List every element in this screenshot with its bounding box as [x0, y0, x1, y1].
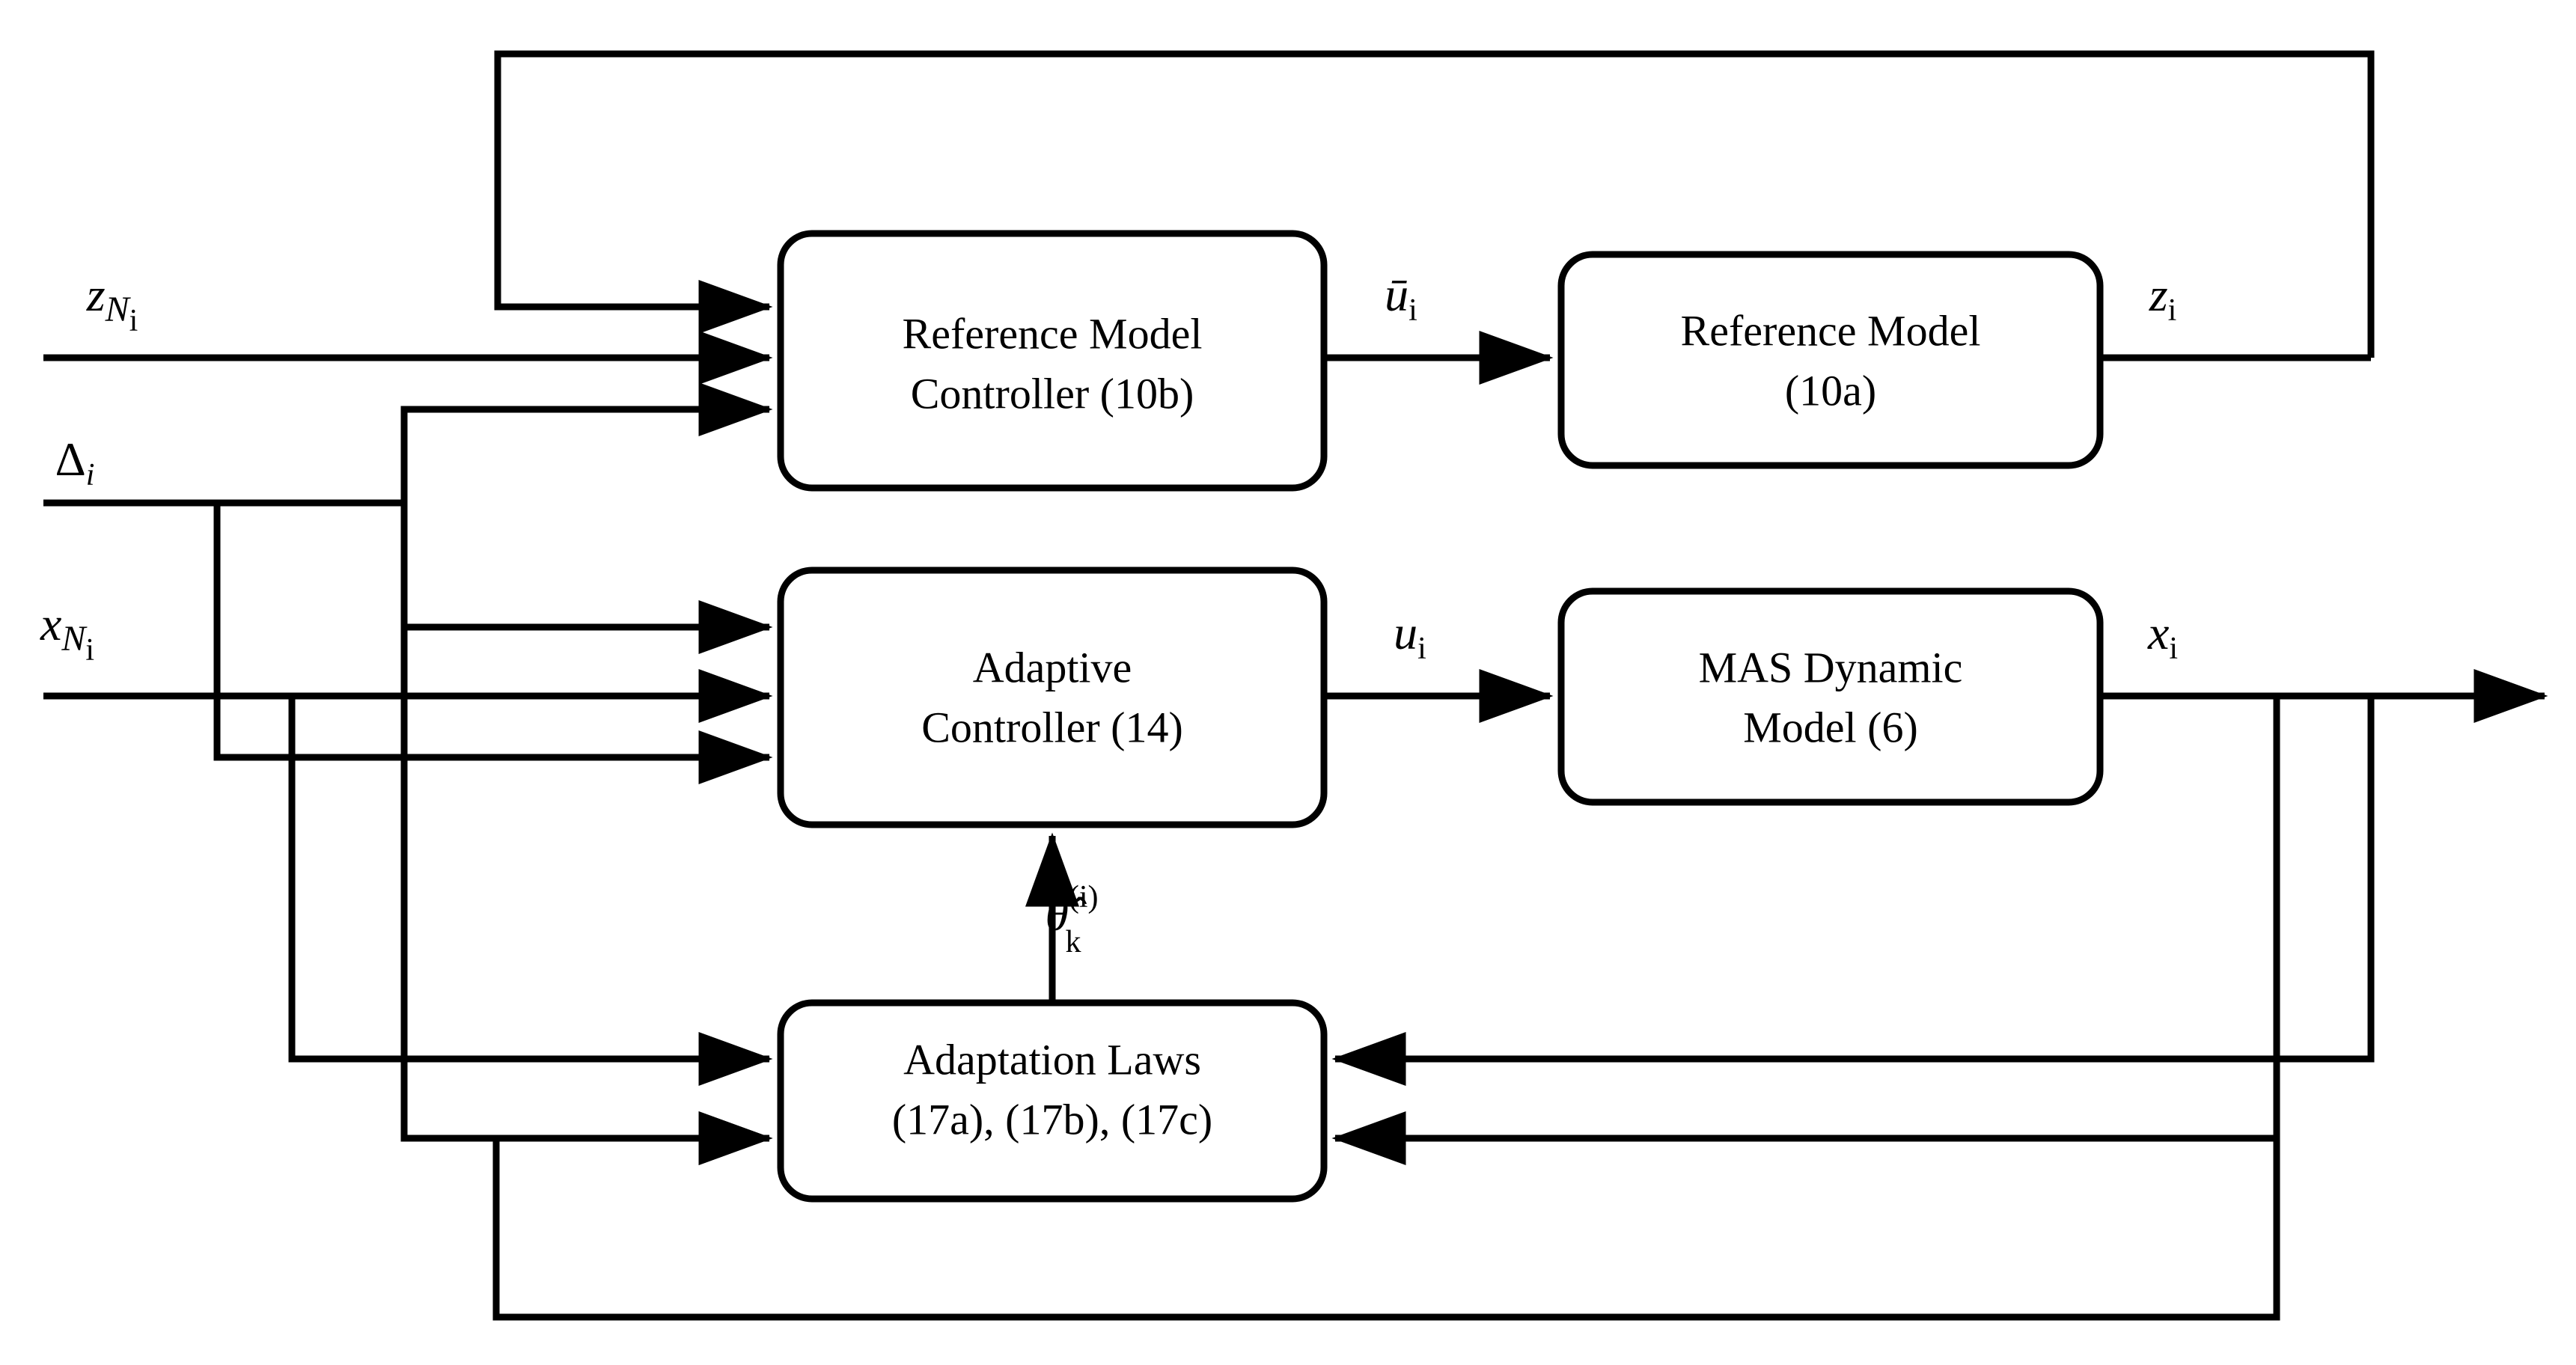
wire-x-neighbors-to-adaptation [288, 696, 773, 1086]
reference-model-box[interactable] [1557, 251, 2104, 469]
x-i-sub: i [2169, 632, 2178, 666]
svg-text:ui: ui [1394, 606, 1426, 666]
svg-text:xNi: xNi [40, 597, 94, 668]
block-mas-dynamic-model[interactable]: MAS Dynamic Model (6) [1557, 587, 2104, 806]
x-neighbors-sub-sub: i [85, 633, 94, 668]
block-adaptive-controller[interactable]: Adaptive Controller (14) [777, 567, 1328, 828]
u-bar-i-base: ū [1385, 268, 1408, 321]
signal-label-x-i: xi [2147, 606, 2178, 666]
wire-z-i-top-feedback [494, 50, 2375, 358]
adaptation-laws-box[interactable] [777, 999, 1328, 1203]
svg-text:ūi: ūi [1385, 268, 1417, 328]
u-bar-i-sub: i [1408, 293, 1417, 328]
wire-delta-i-to-adaptation-lower [400, 503, 773, 1165]
delta-i-base: Δ [55, 433, 86, 486]
x-neighbors-sub-cal: N [61, 619, 88, 659]
wire-x-i-bottom-feedback [492, 696, 2280, 1321]
block-reference-model[interactable]: Reference Model (10a) [1557, 251, 2104, 469]
adaptive-controller-label-line2: Controller (14) [921, 703, 1183, 751]
z-neighbors-sub-cal: N [105, 290, 132, 329]
signal-label-x-neighbors: xNi [40, 597, 94, 668]
block-reference-model-controller[interactable]: Reference Model Controller (10b) [777, 230, 1328, 492]
block-adaptation-laws[interactable]: Adaptation Laws (17a), (17b), (17c) [777, 999, 1328, 1203]
mas-dynamic-model-label-line2: Model (6) [1743, 703, 1918, 751]
svg-text:xi: xi [2147, 606, 2178, 666]
z-i-base: z [2149, 268, 2168, 321]
z-neighbors-base: z [86, 268, 106, 321]
signal-label-u-bar-i: ūi [1385, 268, 1417, 328]
u-i-sub: i [1417, 632, 1426, 666]
signal-label-theta-hat: θ̂(i)k [1045, 880, 1098, 959]
signal-label-z-neighbors: zNi [86, 268, 138, 338]
adaptation-laws-label-line2: (17a), (17b), (17c) [892, 1095, 1212, 1143]
u-i-base: u [1394, 606, 1417, 659]
adaptive-controller-box[interactable] [777, 567, 1328, 828]
svg-text:Δi: Δi [55, 433, 95, 492]
svg-text:zi: zi [2149, 268, 2177, 328]
signal-label-delta-i: Δi [55, 433, 95, 492]
reference-model-controller-label-line1: Reference Model [903, 309, 1203, 358]
wire-delta-i-to-rmc [43, 382, 773, 507]
theta-hat-superscript: (i) [1069, 880, 1099, 914]
theta-hat-subscript: k [1066, 925, 1081, 959]
signal-label-z-i: zi [2149, 268, 2177, 328]
svg-text:θ̂(i)k: θ̂(i)k [1045, 880, 1098, 959]
adaptive-controller-label-line1: Adaptive [973, 643, 1132, 691]
svg-text:zNi: zNi [86, 268, 138, 338]
wire-delta-i-to-adaptive [400, 503, 773, 654]
signal-label-u-i: ui [1394, 606, 1426, 666]
reference-model-label-line1: Reference Model [1681, 306, 1981, 355]
mas-dynamic-model-box[interactable] [1557, 587, 2104, 806]
adaptation-laws-label-line1: Adaptation Laws [903, 1035, 1201, 1084]
x-i-base: x [2147, 606, 2169, 659]
reference-model-label-line2: (10a) [1785, 366, 1876, 415]
z-i-sub: i [2168, 293, 2177, 328]
x-neighbors-base: x [40, 597, 61, 650]
reference-model-controller-label-line2: Controller (10b) [911, 369, 1194, 418]
z-neighbors-sub-sub: i [129, 304, 138, 338]
wire-x-i-to-adaptation-upper [1331, 696, 2375, 1086]
delta-i-sub: i [86, 458, 95, 492]
wire-delta-branch-to-adaptive-lower [213, 503, 773, 784]
reference-model-controller-box[interactable] [777, 230, 1328, 492]
mas-dynamic-model-label-line1: MAS Dynamic [1699, 643, 1963, 691]
